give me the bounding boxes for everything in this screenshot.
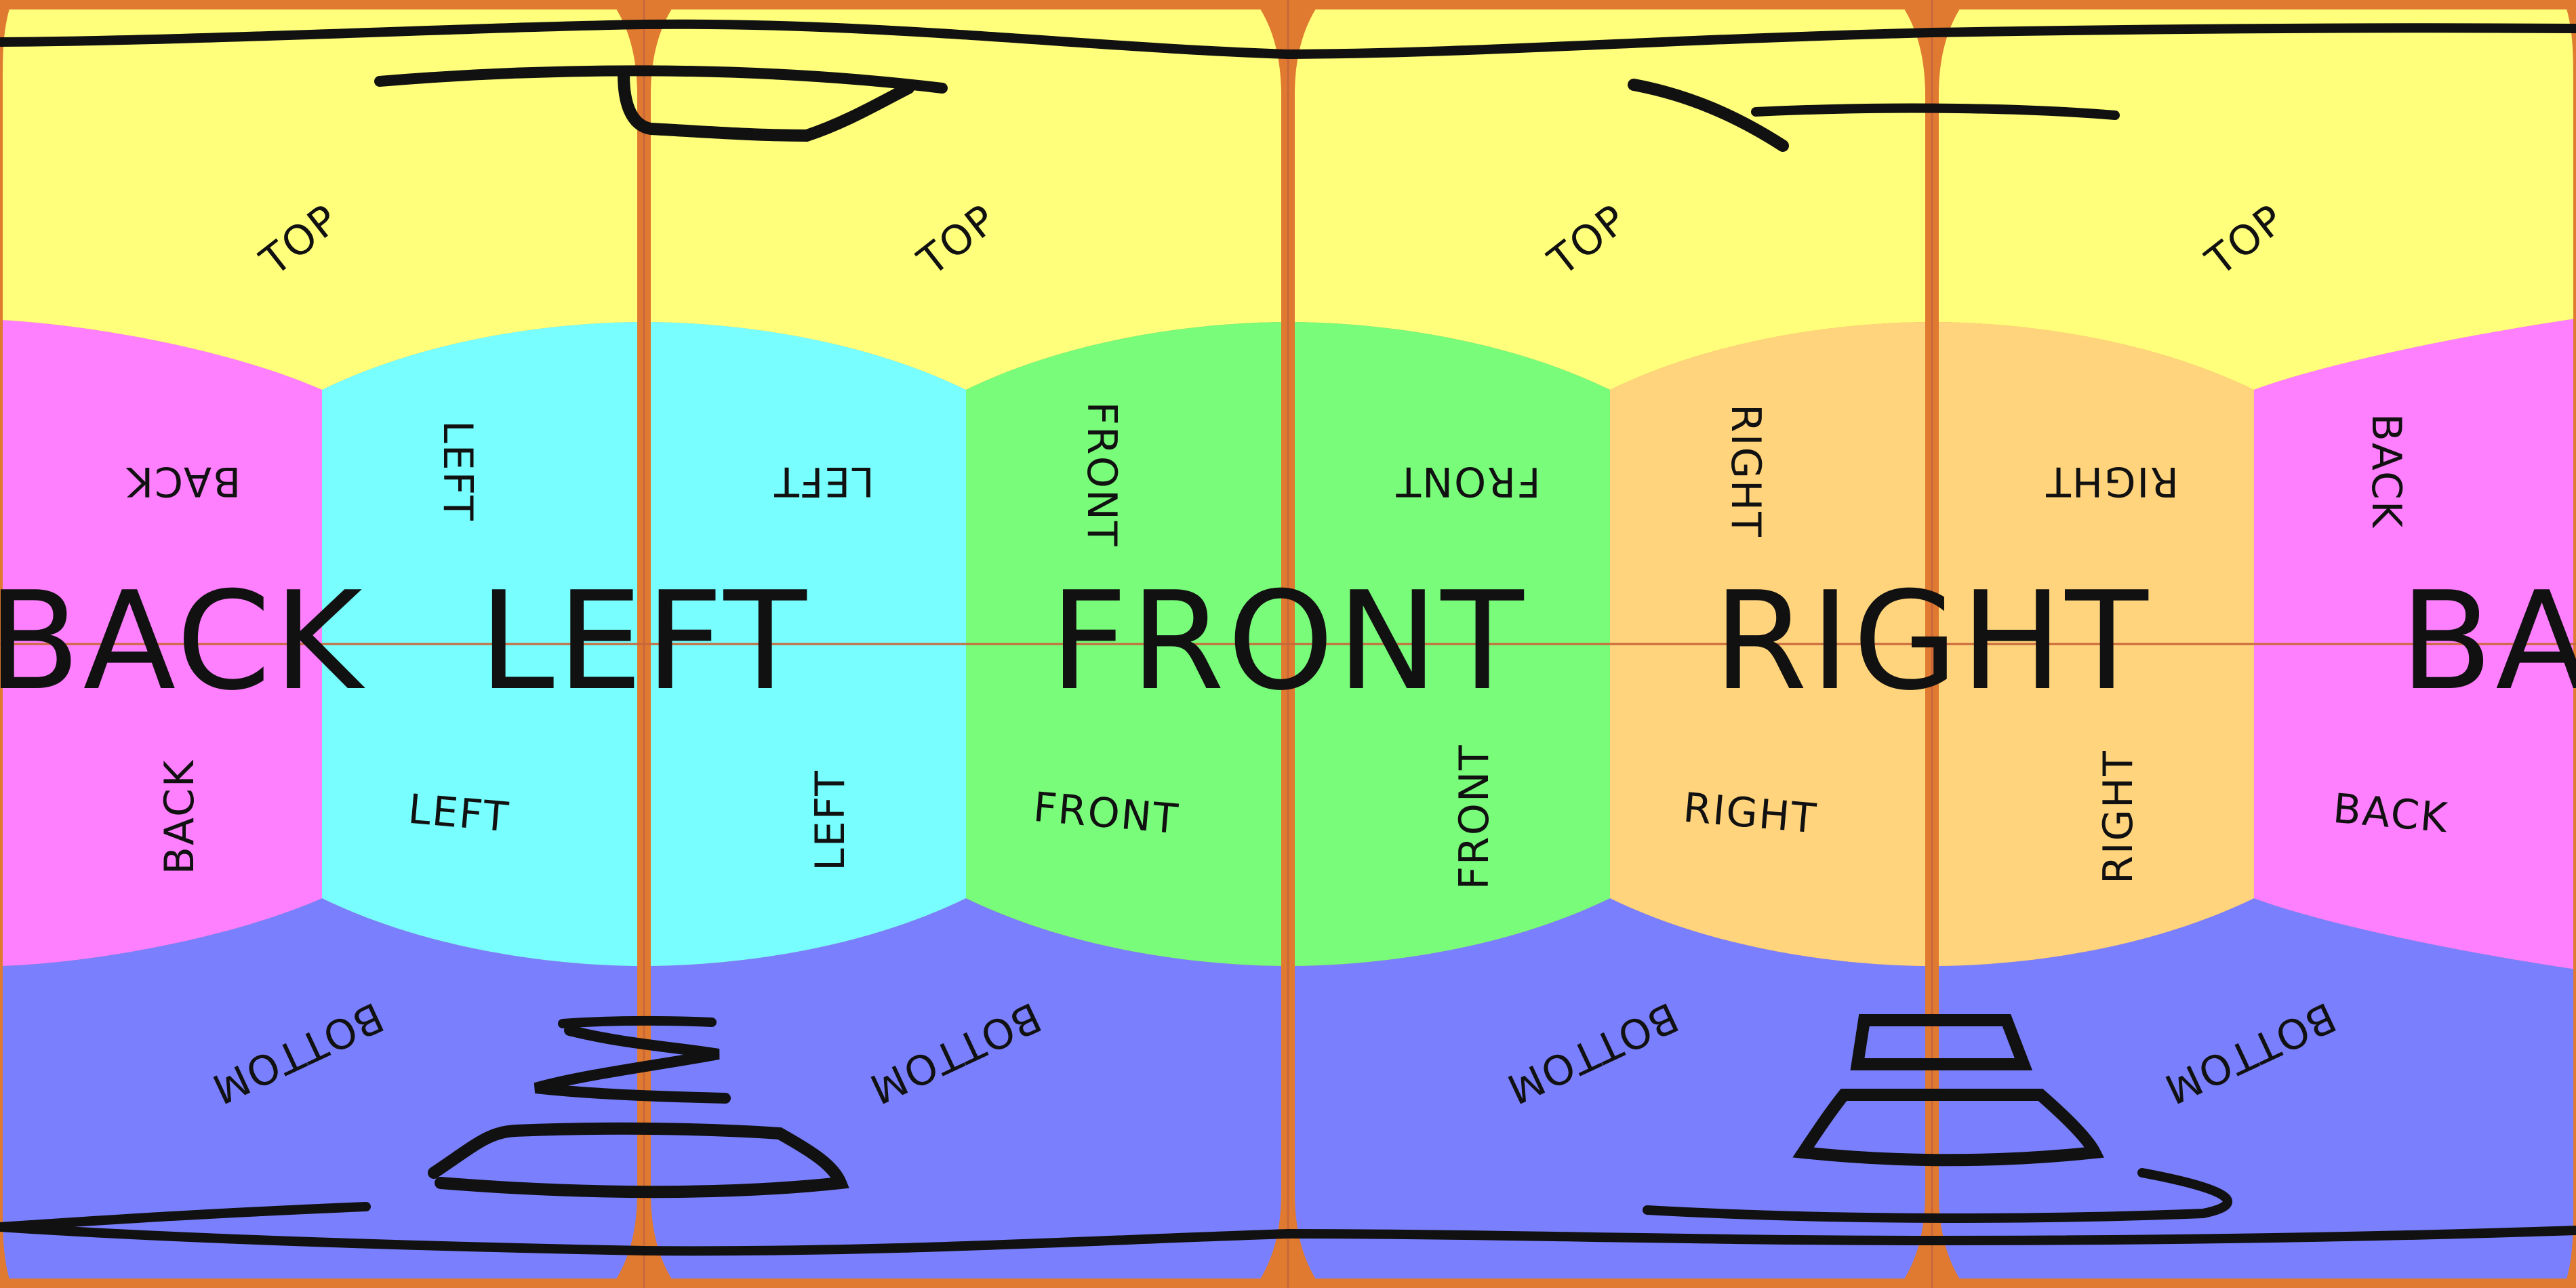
right-label-small-2: RIGHT [2045, 458, 2179, 505]
right-label-small-4: RIGHT [2095, 750, 2142, 884]
left-label-small-1: LEFT [434, 420, 481, 521]
top-letter-stroke-4 [1751, 103, 2120, 120]
back-label-small-4: BACK [2331, 785, 2451, 843]
left-small-labels: LEFT LEFT LEFT LEFT [406, 420, 874, 870]
left-label-small-2: LEFT [773, 458, 874, 505]
back-label-left-center: BACK [0, 563, 366, 721]
top-letter-stroke-1 [374, 65, 948, 94]
bottom-letter-stroke-4 [1850, 1014, 2033, 1070]
right-label-small-3: RIGHT [1681, 784, 1819, 843]
back-label-right-center: BACK [2400, 563, 2576, 721]
front-small-labels: FRONT FRONT FRONT FRONT [1032, 402, 1541, 890]
center-labels: BACK LEFT FRONT RIGHT BACK [0, 563, 2576, 721]
bottom-letter-stroke-7 [0, 1202, 371, 1232]
right-label-small-1: RIGHT [1722, 404, 1769, 538]
back-label-small-2: BACK [156, 759, 203, 874]
right-small-labels: RIGHT RIGHT RIGHT RIGHT [1681, 404, 2179, 884]
left-label-center: LEFT [479, 563, 809, 721]
bottom-letter-stroke-6 [1643, 1168, 2232, 1223]
top-letter-stroke-2 [618, 68, 914, 142]
front-label-small-4: FRONT [1451, 744, 1498, 890]
left-label-small-3: LEFT [406, 786, 511, 842]
front-label-small-2: FRONT [1395, 458, 1541, 505]
front-label-small-1: FRONT [1078, 402, 1125, 548]
front-label-center: FRONT [1049, 563, 1526, 721]
pole-distortion-strokes [0, 19, 2576, 1256]
back-label-small-1: BACK [125, 458, 241, 505]
top-letter-stroke-3 [1628, 79, 1789, 152]
back-left-small-labels: BACK BACK [125, 458, 241, 874]
bottom-letter-stroke-2 [534, 1025, 731, 1104]
back-label-small-3: BACK [2362, 414, 2410, 529]
bottom-letter-stroke-3 [428, 1122, 849, 1199]
bottom-letter-stroke-1 [558, 1015, 717, 1028]
back-right-small-labels: BACK BACK [2331, 414, 2451, 843]
right-label-center: RIGHT [1713, 563, 2151, 721]
bottom-edge-stroke [0, 1222, 2576, 1256]
left-label-small-4: LEFT [807, 769, 854, 870]
top-edge-stroke [0, 19, 2576, 60]
bottom-letter-stroke-5 [1792, 1089, 2104, 1167]
